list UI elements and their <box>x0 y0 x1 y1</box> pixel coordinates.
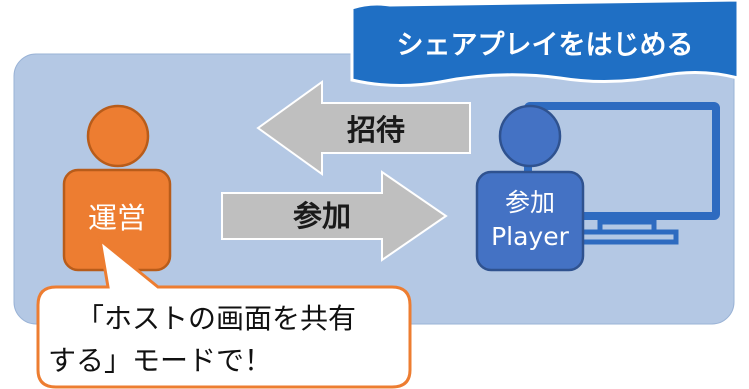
player-label-line1: 参加 <box>505 188 555 217</box>
player-person-icon <box>475 104 585 272</box>
banner-title: シェアプレイをはじめる <box>397 30 694 61</box>
callout-line2: する」モードで！ <box>48 344 272 377</box>
join-arrow-label: 参加 <box>293 199 351 233</box>
host-label: 運営 <box>88 201 146 235</box>
invite-arrow <box>256 80 471 176</box>
callout-bubble <box>36 236 412 389</box>
invite-arrow-label: 招待 <box>347 113 405 147</box>
callout-line1: 「ホストの画面を共有 <box>76 302 356 335</box>
host-person-icon <box>62 104 172 272</box>
banner-shape <box>350 0 740 88</box>
player-label-line2: Player <box>491 222 570 251</box>
join-arrow <box>221 170 448 262</box>
